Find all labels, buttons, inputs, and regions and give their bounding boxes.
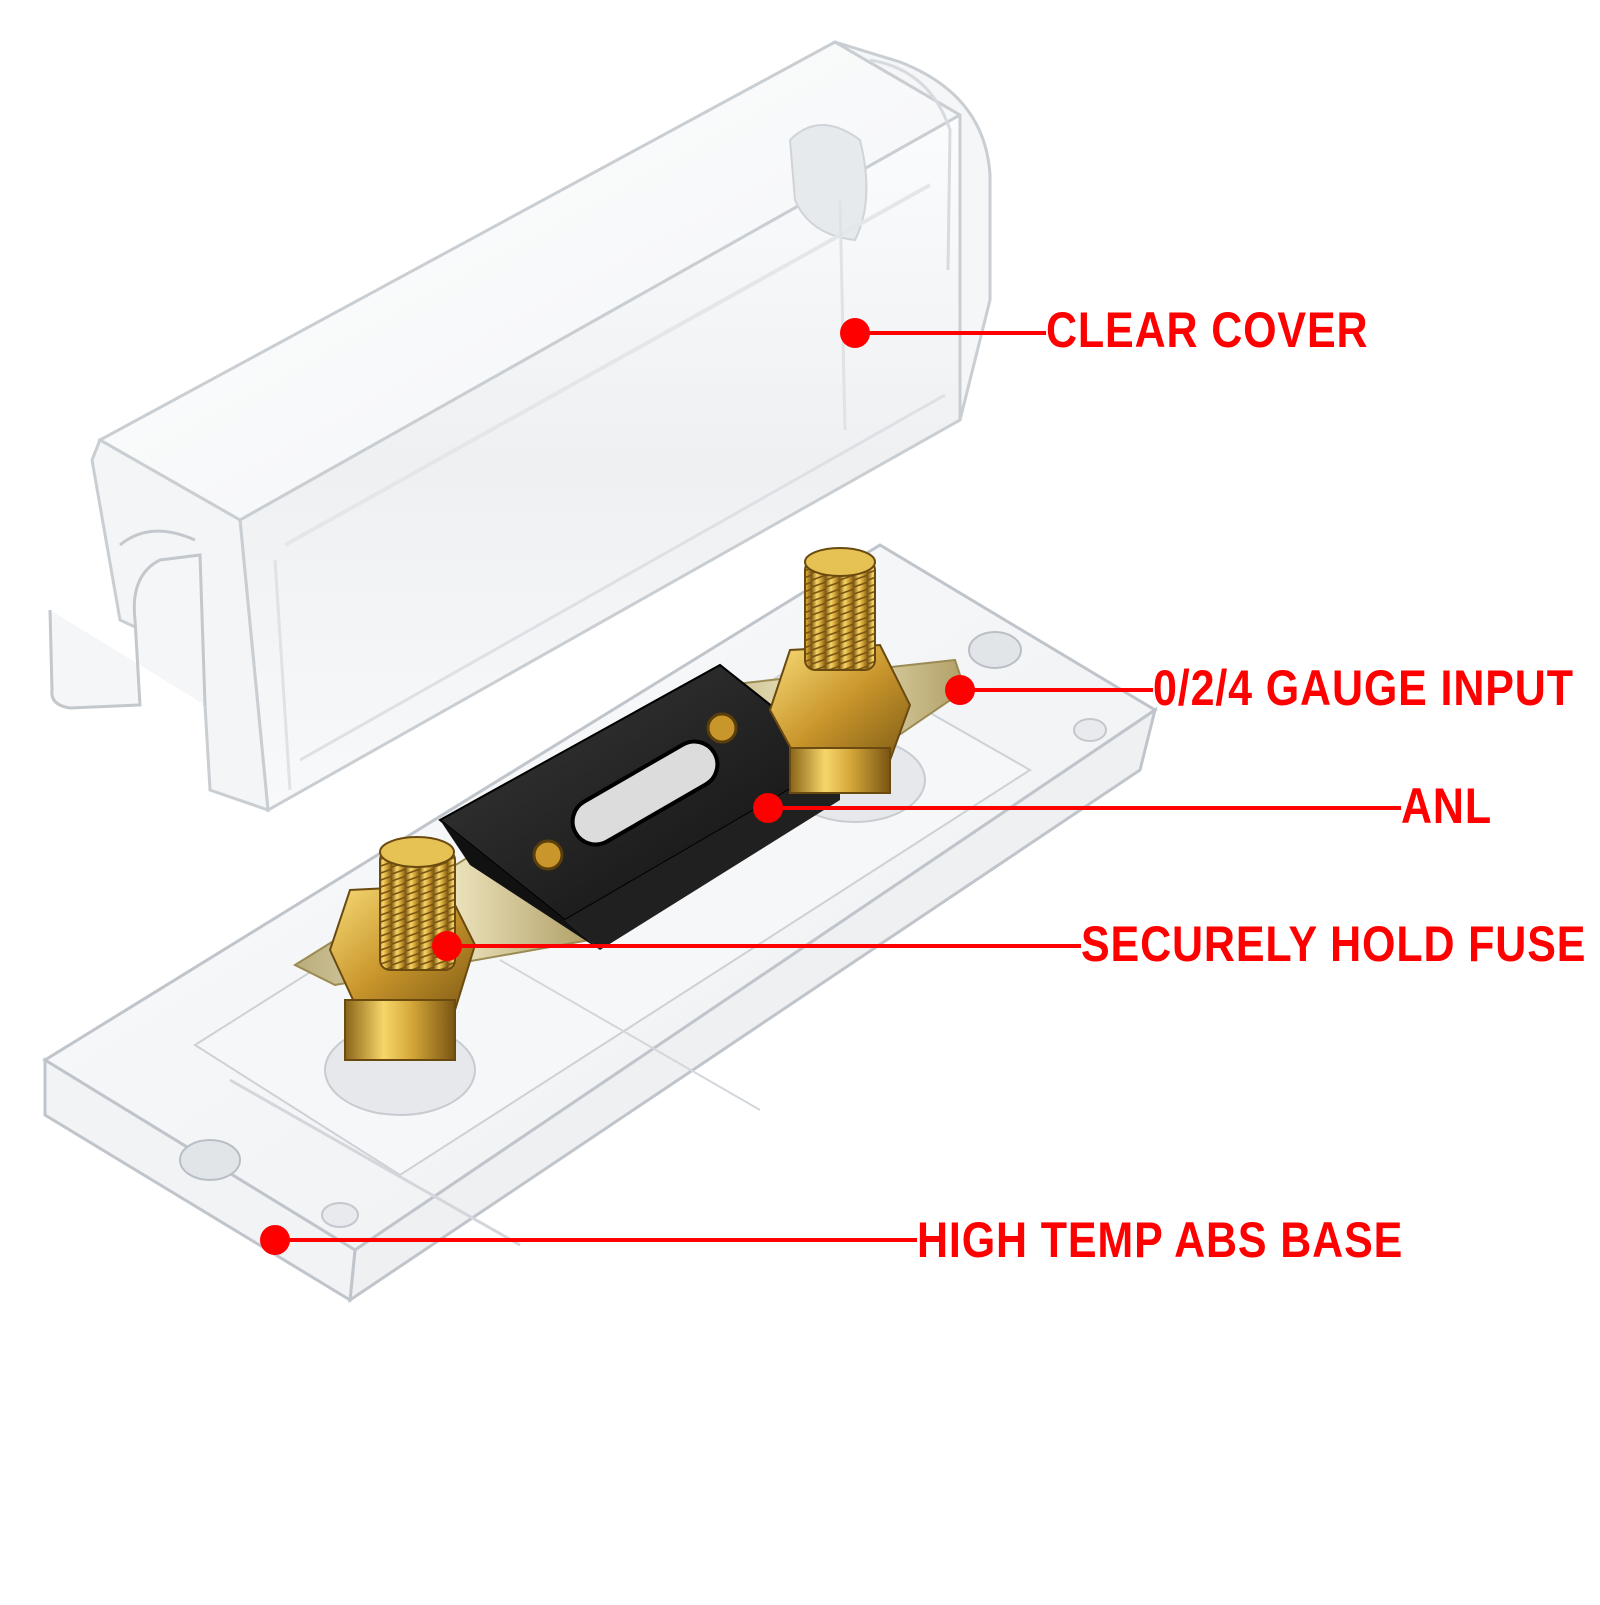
securely-hold-fuse-label: SECURELY HOLD FUSE bbox=[1081, 916, 1587, 972]
terminal-right bbox=[768, 547, 912, 794]
anl-label: ANL bbox=[1401, 778, 1492, 834]
abs-base-label: HIGH TEMP ABS BASE bbox=[917, 1212, 1404, 1268]
red-dot-icon bbox=[753, 793, 783, 823]
callout-securely-hold bbox=[432, 931, 1081, 961]
red-dot-icon bbox=[840, 318, 870, 348]
red-dot-icon bbox=[432, 931, 462, 961]
red-dot-icon bbox=[945, 675, 975, 705]
callout-anl bbox=[753, 793, 1401, 823]
callout-clear-cover bbox=[840, 318, 1046, 348]
callout-gauge-input bbox=[945, 675, 1153, 705]
gauge-input-label: 0/2/4 GAUGE INPUT bbox=[1153, 660, 1574, 716]
terminal-left bbox=[328, 836, 477, 1061]
clear-cover-label: CLEAR COVER bbox=[1046, 302, 1369, 358]
clear-cover bbox=[48, 40, 992, 813]
red-dot-icon bbox=[260, 1225, 290, 1255]
callout-abs-base bbox=[260, 1225, 917, 1255]
